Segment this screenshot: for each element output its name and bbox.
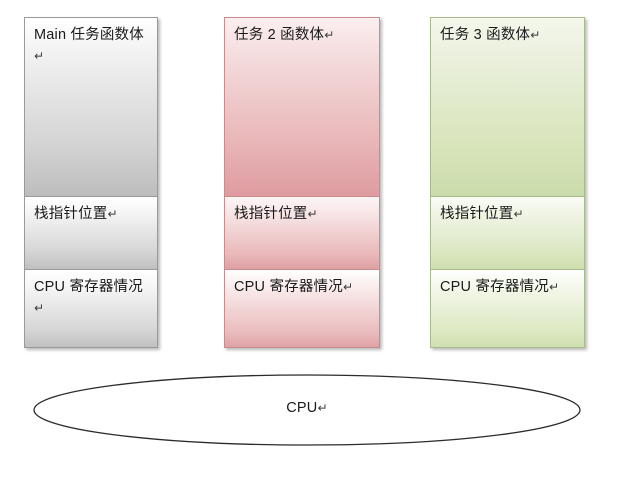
section-label: CPU 寄存器情况 xyxy=(234,279,343,295)
paragraph-mark-icon: ↵ xyxy=(324,28,335,42)
section-label: 任务 2 函数体 xyxy=(234,27,325,43)
paragraph-mark-icon: ↵ xyxy=(530,28,541,42)
section-task-2-body[interactable]: 任务 2 函数体↵ xyxy=(224,17,380,197)
paragraph-mark-icon: ↵ xyxy=(513,207,524,221)
cpu-node[interactable]: CPU↵ xyxy=(33,374,581,446)
paragraph-mark-icon: ↵ xyxy=(34,301,45,316)
paragraph-mark-icon: ↵ xyxy=(342,280,354,294)
section-task-2-stack-ptr[interactable]: 栈指针位置↵ xyxy=(224,197,380,270)
section-label: 栈指针位置 xyxy=(34,206,108,222)
paragraph-mark-icon: ↵ xyxy=(34,49,45,64)
section-label: 任务 3 函数体 xyxy=(440,27,531,43)
section-task-2-cpu-regs[interactable]: CPU 寄存器情况↵ xyxy=(224,270,380,348)
section-task-3-stack-ptr[interactable]: 栈指针位置↵ xyxy=(430,197,585,270)
section-main-task-body[interactable]: Main 任务函数体 ↵ xyxy=(24,17,158,197)
section-task-3-body[interactable]: 任务 3 函数体↵ xyxy=(430,17,585,197)
section-label: Main 任务函数体 xyxy=(34,27,144,43)
section-task-3-cpu-regs[interactable]: CPU 寄存器情况↵ xyxy=(430,270,585,348)
section-main-task-stack-ptr[interactable]: 栈指针位置↵ xyxy=(24,197,158,270)
ellipse-shape-icon xyxy=(33,374,581,446)
section-label: CPU 寄存器情况 xyxy=(440,279,549,295)
section-main-task-cpu-regs[interactable]: CPU 寄存器情况 ↵ xyxy=(24,270,158,348)
section-label: 栈指针位置 xyxy=(234,206,308,222)
section-label: 栈指针位置 xyxy=(440,206,514,222)
task-stack-task-3[interactable]: 任务 3 函数体↵ 栈指针位置↵ CPU 寄存器情况↵ xyxy=(430,17,585,348)
paragraph-mark-icon: ↵ xyxy=(107,207,118,221)
paragraph-mark-icon: ↵ xyxy=(548,280,560,294)
task-stack-task-2[interactable]: 任务 2 函数体↵ 栈指针位置↵ CPU 寄存器情况↵ xyxy=(224,17,380,348)
task-stack-main-task[interactable]: Main 任务函数体↵ 栈指针位置↵ CPU 寄存器情况↵ xyxy=(24,17,158,348)
section-label: CPU 寄存器情况 xyxy=(34,279,143,295)
paragraph-mark-icon: ↵ xyxy=(307,207,318,221)
